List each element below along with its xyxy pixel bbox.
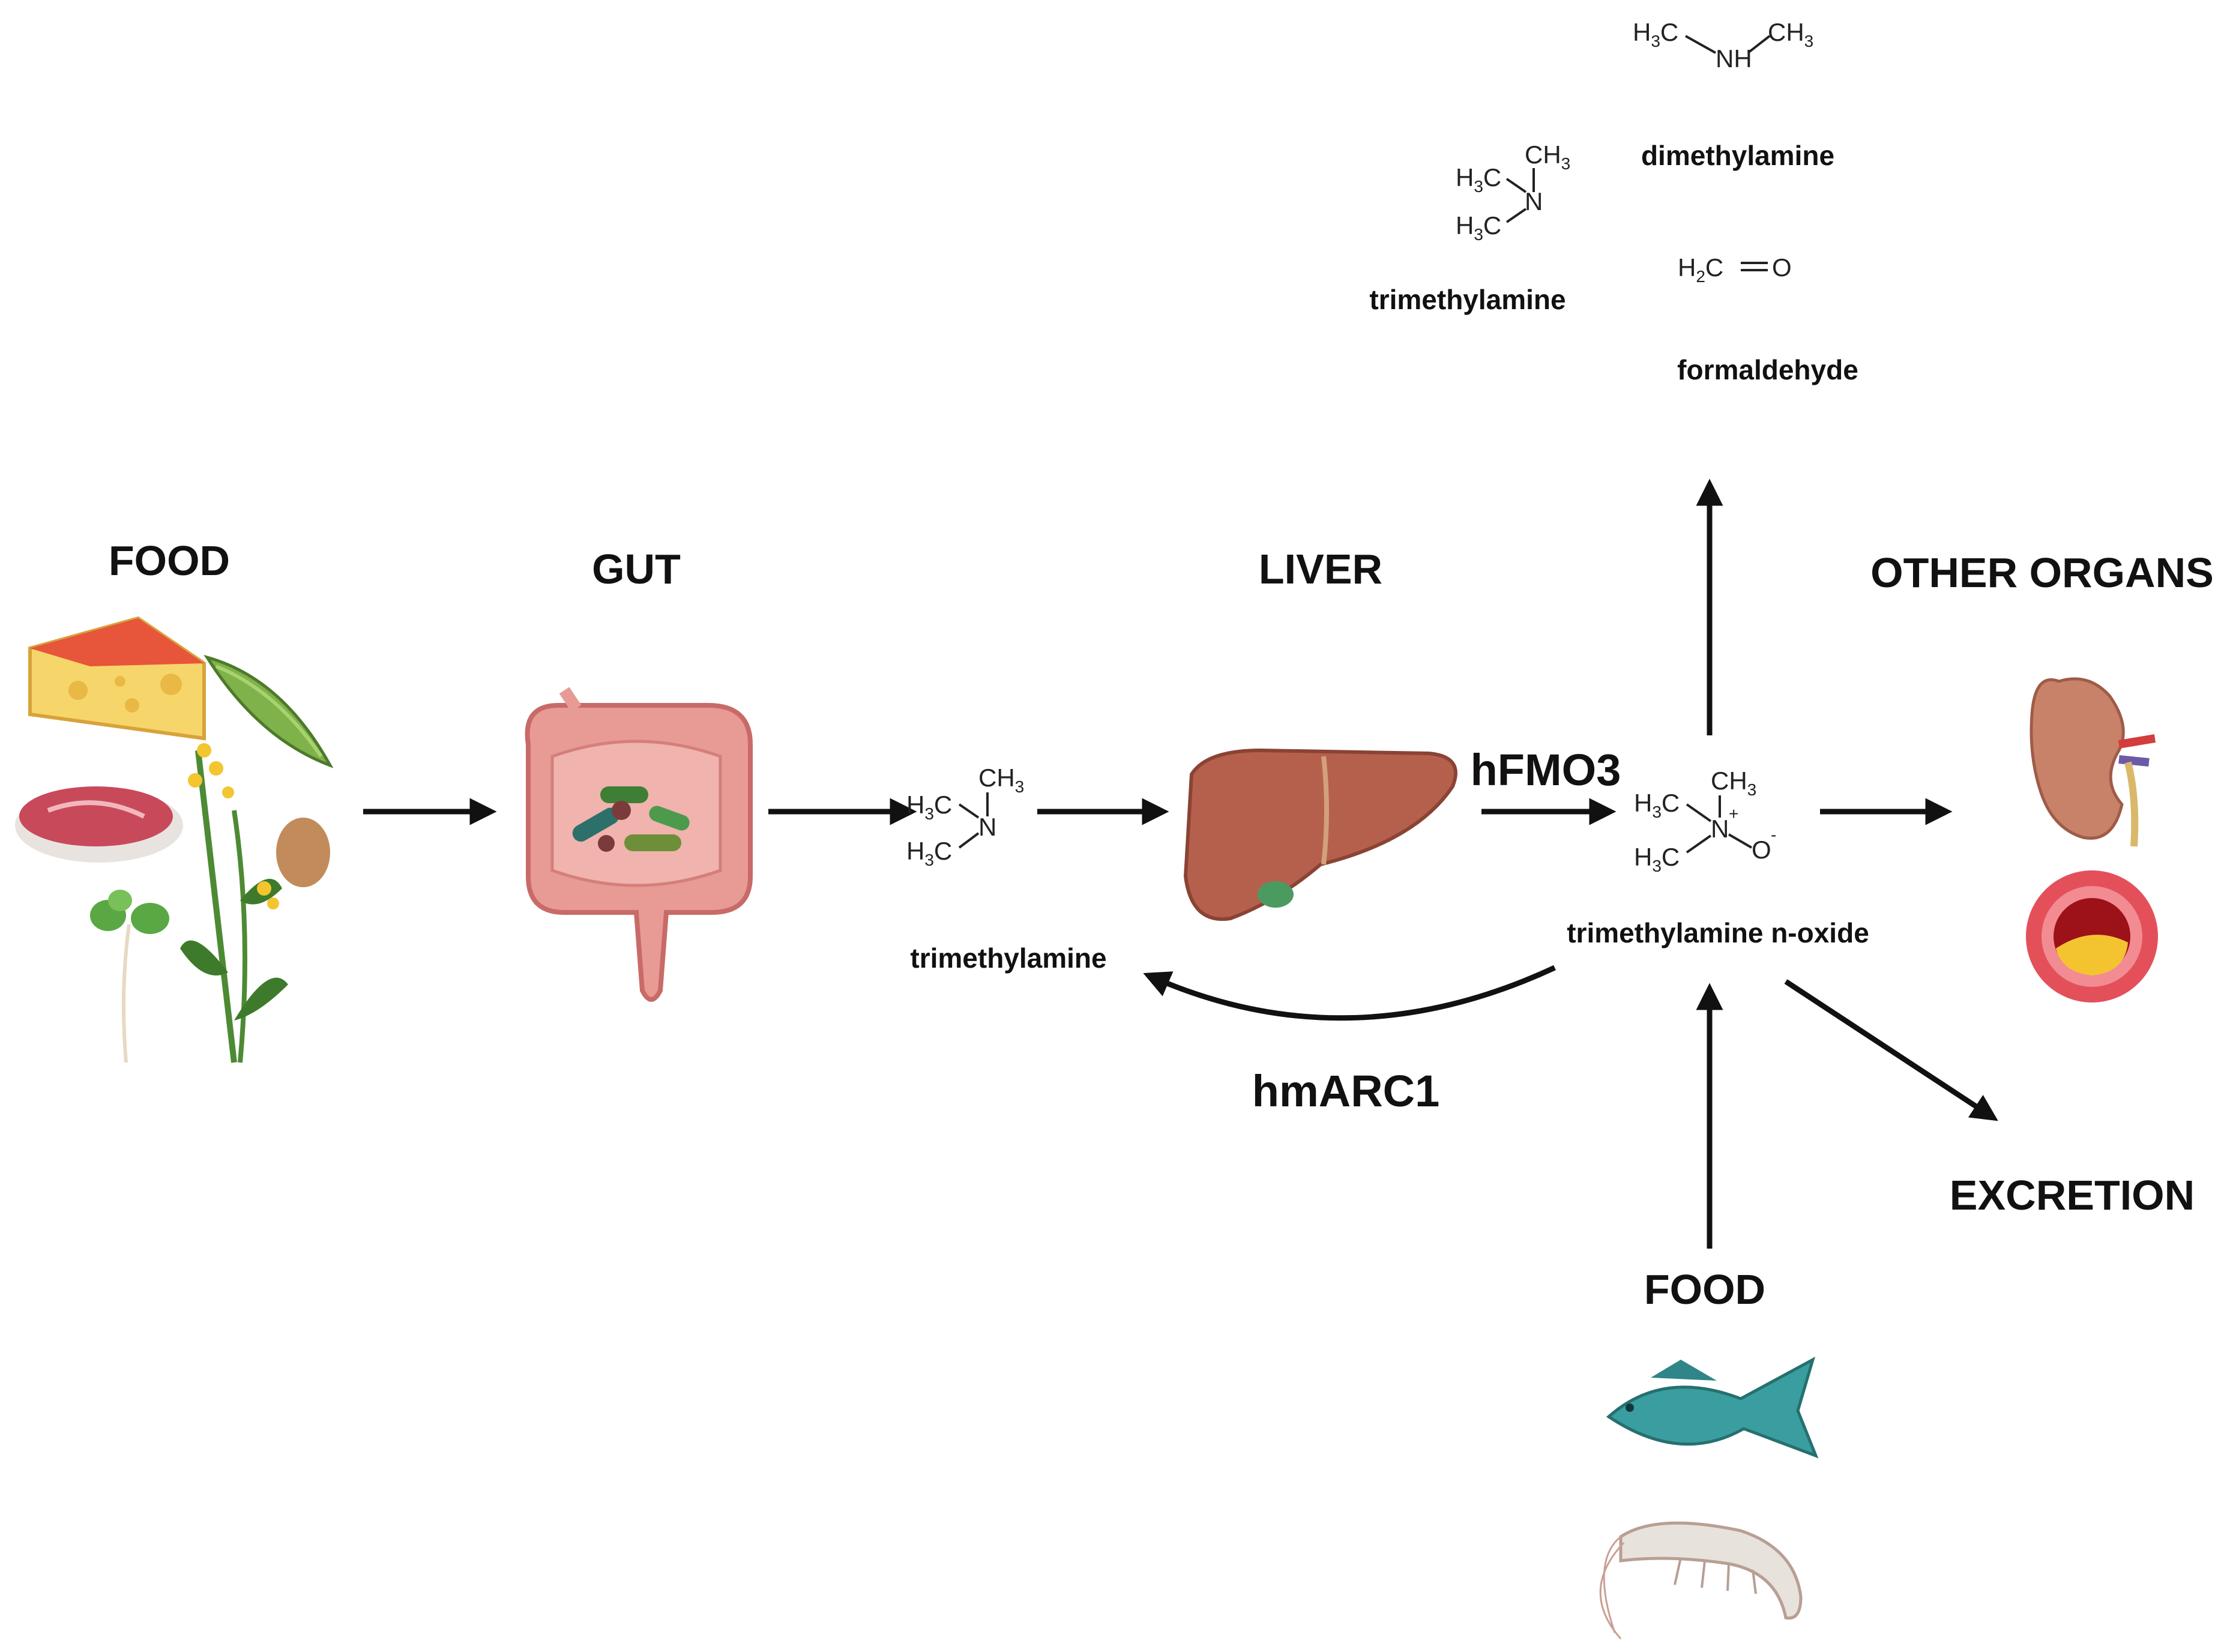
svg-text:H3C: H3C	[906, 791, 952, 823]
svg-text:N: N	[1711, 815, 1729, 843]
intestine-with-bacteria-icon	[525, 687, 753, 1002]
svg-text:H3C: H3C	[1634, 843, 1680, 875]
dimethylamine-structure: H3C NH CH3	[1633, 18, 1813, 73]
cheese-icon	[28, 616, 206, 741]
kidney-icon	[2030, 677, 2156, 847]
sprout-icon	[90, 890, 169, 1063]
svg-text:H2C: H2C	[1678, 253, 1723, 286]
arrow-tmao-to-tma-reduction	[1143, 965, 1556, 1021]
svg-text:CH3: CH3	[1525, 140, 1570, 173]
stage-label-excretion: EXCRETION	[1950, 1172, 2195, 1219]
shrimp-icon	[1599, 1521, 1803, 1639]
svg-text:H3C: H3C	[1456, 211, 1501, 244]
svg-text:H3C: H3C	[1633, 18, 1678, 50]
rapeseed-plant-icon	[180, 743, 288, 1063]
tmao-structure: H3C H3C CH3 N + O -	[1634, 767, 1776, 875]
stage-label-food: FOOD	[109, 537, 230, 584]
enzyme-label-hfmo3: hFMO3	[1471, 745, 1621, 795]
svg-text:CH3: CH3	[1711, 767, 1756, 799]
svg-text:NH: NH	[1716, 44, 1752, 73]
label-trimethylamine-top: trimethylamine	[1369, 284, 1566, 315]
artery-plaque-icon	[2026, 870, 2158, 1002]
arrow-tmao-to-excretion	[1784, 979, 1998, 1121]
trimethylamine-top-structure: H3C H3C CH3 N	[1456, 140, 1570, 244]
pea-pod-icon	[203, 654, 334, 768]
svg-text:H3C: H3C	[1456, 163, 1501, 196]
svg-text:O: O	[1752, 836, 1771, 864]
stage-label-other-organs: OTHER ORGANS	[1870, 549, 2214, 596]
svg-text:CH3: CH3	[1768, 18, 1813, 50]
svg-text:H3C: H3C	[906, 837, 952, 869]
stage-label-gut: GUT	[592, 546, 681, 592]
svg-text:+: +	[1729, 804, 1738, 823]
fish-icon	[1606, 1356, 1819, 1459]
liver-icon	[1183, 748, 1457, 921]
svg-text:O: O	[1772, 253, 1792, 282]
svg-text:N: N	[978, 813, 996, 841]
stage-label-food-bottom: FOOD	[1644, 1266, 1765, 1313]
steak-icon	[15, 786, 183, 863]
label-dimethylamine: dimethylamine	[1641, 140, 1834, 171]
label-trimethylamine: trimethylamine	[910, 942, 1106, 974]
formaldehyde-structure: H2C O	[1678, 253, 1792, 286]
svg-text:H3C: H3C	[1634, 789, 1680, 821]
egg-icon	[276, 818, 330, 887]
stage-label-liver: LIVER	[1259, 546, 1382, 592]
enzyme-label-hmarc1: hmARC1	[1252, 1066, 1439, 1116]
trimethylamine-structure: H3C H3C CH3 N	[906, 764, 1024, 869]
label-tmao: trimethylamine n-oxide	[1567, 917, 1869, 948]
svg-text:-: -	[1771, 825, 1776, 844]
svg-text:CH3: CH3	[978, 764, 1024, 796]
label-formaldehyde: formaldehyde	[1677, 354, 1858, 385]
